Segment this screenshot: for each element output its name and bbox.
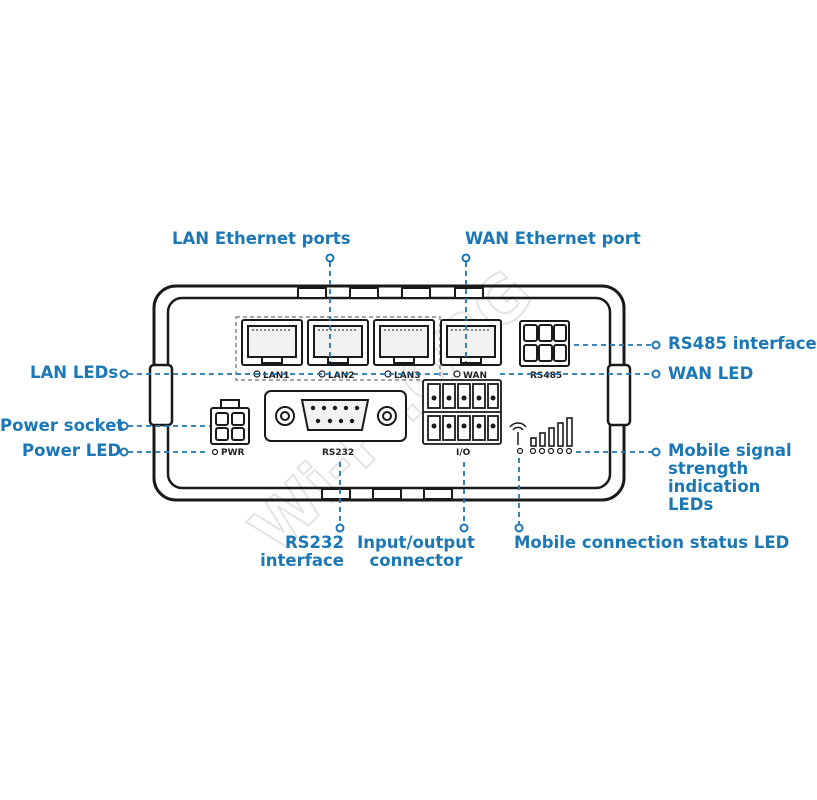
lan3-label: LAN3: [394, 371, 421, 381]
lan1-label: LAN1: [263, 371, 290, 381]
callout-leaders: [128, 262, 652, 524]
io-connector: [422, 379, 502, 445]
mobile-antenna-icon: [509, 422, 527, 445]
top-tabs: [297, 287, 484, 299]
wan-port: [440, 319, 502, 366]
io-label: I/O: [456, 448, 471, 458]
signal-leds: [529, 447, 573, 455]
callout-endpoints: [119, 253, 661, 533]
lan3-port: [373, 319, 435, 366]
pwr-label: PWR: [221, 448, 245, 458]
power-led-callout: Power LED: [22, 441, 122, 460]
wan-ethernet-port-callout: WAN Ethernet port: [465, 229, 641, 248]
rs485-label: RS485: [530, 371, 562, 381]
rs485-connector: [519, 320, 570, 367]
lan1-port: [241, 319, 303, 366]
rs232-interface-callout: RS232 interface: [260, 533, 344, 570]
lan-ethernet-ports-callout: LAN Ethernet ports: [172, 229, 351, 248]
rs485-interface-callout: RS485 interface: [668, 334, 817, 353]
power-led-dot: [211, 448, 219, 456]
io-connector-callout: Input/output connector: [357, 533, 475, 570]
mobile-signal-leds-callout: Mobile signal strength indication LEDs: [668, 441, 792, 514]
mobile-connection-status-callout: Mobile connection status LED: [514, 533, 790, 552]
wan-led-callout: WAN LED: [668, 364, 754, 383]
lan2-port: [307, 319, 369, 366]
signal-bars-icon: [530, 417, 573, 447]
mobile-status-led: [516, 447, 524, 455]
rs232-connector: [264, 390, 407, 442]
lan-leds-callout: LAN LEDs: [30, 363, 119, 382]
rs232-label: RS232: [322, 448, 354, 458]
side-notches: [148, 363, 632, 427]
router-front-panel-diagram: Wi-Fi.ORG: [119, 253, 661, 569]
rs232-pins: [310, 405, 360, 424]
wan-label: WAN: [463, 371, 487, 381]
power-socket: [210, 399, 250, 445]
io-terminals: [431, 395, 496, 429]
lan-group-outline: [235, 316, 441, 381]
lan2-label: LAN2: [328, 371, 355, 381]
ethernet-ports: [241, 319, 502, 366]
bottom-tabs: [321, 488, 453, 500]
power-socket-callout: Power socket: [0, 416, 125, 435]
